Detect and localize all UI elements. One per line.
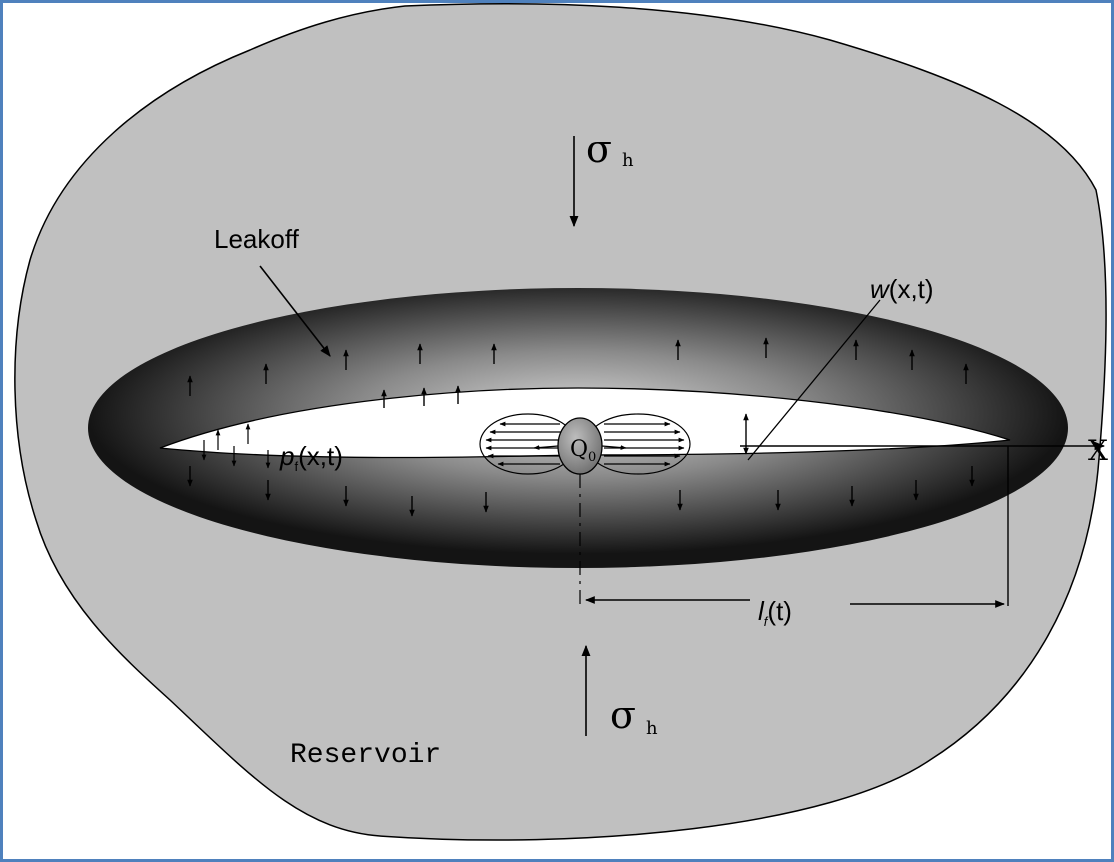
width-leader xyxy=(747,299,881,461)
source-arrow-left xyxy=(533,445,559,450)
flow-arrows-right xyxy=(604,421,685,467)
leakoff-label: Leakoff xyxy=(214,224,300,254)
source-label: Q0 xyxy=(570,437,596,465)
pressure-label: pf(x,t) xyxy=(279,441,343,474)
reservoir-label: Reservoir xyxy=(290,740,441,771)
x-axis-label: X xyxy=(1088,434,1108,467)
leakoff-arrows-down xyxy=(187,466,975,517)
pressure-arrows xyxy=(201,423,271,469)
source-arrow-right xyxy=(601,445,627,450)
width-label: w(x,t) xyxy=(870,274,934,304)
flow-arrows-left xyxy=(485,421,562,467)
leakoff-pointer xyxy=(259,265,331,357)
length-label: lf(t) xyxy=(758,596,792,629)
leakoff-arrows-up xyxy=(187,337,969,408)
